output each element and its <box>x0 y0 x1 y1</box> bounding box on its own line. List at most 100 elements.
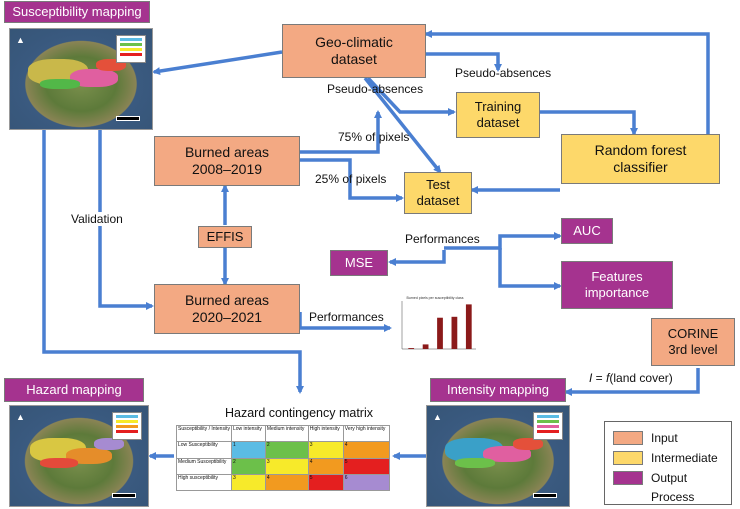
map-legend <box>533 412 563 440</box>
arrow-burned2020-to-chart <box>298 312 392 332</box>
susceptibility-mapping-title: Susceptibility mapping <box>4 1 150 23</box>
matrix-row: High susceptibility 3 4 5 6 <box>176 473 391 492</box>
legend-process: Process <box>651 489 694 505</box>
arrow-rf-to-geo <box>424 30 710 158</box>
map-legend <box>116 35 146 63</box>
arrow-burned-to-test <box>300 158 404 202</box>
hazard-mapping-title: Hazard mapping <box>4 378 144 402</box>
matrix-header-cell: Very high intensity <box>342 424 391 443</box>
intensity-land-cover: (land cover) <box>609 371 673 385</box>
hazard-map-image: ▲ <box>9 405 149 507</box>
matrix-header-cell: Susceptibility / Intensity <box>176 424 232 443</box>
north-arrow-icon: ▲ <box>433 412 442 422</box>
features-importance-output: Features importance <box>561 261 673 309</box>
label-performances-burned: Performances <box>309 310 384 324</box>
matrix-cell: 5 <box>307 473 344 492</box>
legend-label-process: Process <box>651 490 695 504</box>
intensity-map-image: ▲ <box>426 405 570 507</box>
intensity-f: f <box>606 371 610 385</box>
test-dataset: Test dataset <box>404 172 472 214</box>
legend-input: Input <box>613 430 678 446</box>
geo-climatic-dataset: Geo-climatic dataset <box>282 24 426 78</box>
arrow-geo-to-susmap <box>152 50 283 76</box>
arrow-geo-to-training-2 <box>366 76 456 116</box>
label-pseudo-absences-2: Pseudo-absences <box>327 82 424 96</box>
scale-bar <box>112 493 136 498</box>
arrow-test-to-features <box>498 248 562 290</box>
label-validation: Validation <box>70 212 124 226</box>
arrow-test-to-mse <box>388 250 446 266</box>
arrow-geo-to-training <box>426 52 502 72</box>
legend-swatch-input <box>613 431 643 445</box>
matrix-cell: 3 <box>264 457 309 475</box>
chart-bar <box>422 344 429 349</box>
label-25-percent: 25% of pixels <box>315 172 387 186</box>
legend-swatch-output <box>613 471 643 485</box>
arrow-geo-to-test <box>363 76 442 174</box>
legend-label-output: Output <box>651 471 688 485</box>
intensity-symbol: I <box>589 371 593 385</box>
scale-bar <box>116 116 140 121</box>
legend-label-intermediate: Intermediate <box>651 451 718 465</box>
matrix-header-cell: High intensity <box>307 424 344 443</box>
training-dataset: Training dataset <box>456 92 540 138</box>
random-forest-classifier: Random forest classifier <box>561 134 720 184</box>
effis-source: EFFIS <box>198 226 252 248</box>
matrix-cell: 4 <box>264 473 309 492</box>
arrow-test-to-auc <box>444 232 562 250</box>
intensity-mapping-title: Intensity mapping <box>430 378 566 402</box>
matrix-cell: 3 <box>231 473 266 492</box>
scale-bar <box>533 493 557 498</box>
label-performances-test: Performances <box>405 232 480 246</box>
arrow-validation <box>98 128 154 310</box>
chart-bar <box>437 317 443 349</box>
corine-3rd-level: CORINE 3rd level <box>651 318 735 366</box>
burned-areas-2008-2019: Burned areas 2008–2019 <box>154 136 300 186</box>
matrix-header-cell: Low intensity <box>231 424 266 443</box>
chart-bar <box>465 304 472 349</box>
matrix-cell: 2 <box>231 457 266 475</box>
arrow-training-to-rf <box>540 110 638 136</box>
matrix-cell: 5 <box>342 457 391 475</box>
label-pseudo-absences-1: Pseudo-absences <box>455 66 552 80</box>
matrix-cell: 4 <box>307 457 344 475</box>
matrix-header-cell: Medium intensity <box>264 424 309 443</box>
chart-bar <box>408 348 415 349</box>
matrix-cell: 1 <box>231 441 266 459</box>
arrow-burned-to-training <box>300 110 382 154</box>
arrow-corine-to-intensity <box>564 368 700 396</box>
north-arrow-icon: ▲ <box>16 412 25 422</box>
burned-areas-2020-2021: Burned areas 2020–2021 <box>154 284 300 334</box>
legend-output: Output <box>613 470 687 486</box>
chart-bars <box>408 304 472 349</box>
north-arrow-icon: ▲ <box>16 35 25 45</box>
matrix-cell: 6 <box>342 473 391 492</box>
legend-intermediate: Intermediate <box>613 450 718 466</box>
chart-title: Burned pixels per susceptibility class <box>407 296 464 300</box>
map-legend <box>112 412 142 440</box>
matrix-cell: 2 <box>264 441 309 459</box>
mse-output: MSE <box>330 250 388 276</box>
label-75-percent: 75% of pixels <box>338 130 410 144</box>
intensity-equals: = <box>592 371 607 385</box>
susceptibility-map-image: ▲ <box>9 28 153 130</box>
matrix-row: Medium Susceptibility 2 3 4 5 <box>176 457 391 475</box>
performance-bar-chart: Burned pixels per susceptibility class <box>401 296 476 350</box>
auc-output: AUC <box>561 218 613 244</box>
matrix-row-label: Medium Susceptibility <box>176 457 232 475</box>
matrix-row: Low Susceptibility 1 2 3 4 <box>176 441 391 459</box>
matrix-row-label: Low Susceptibility <box>176 441 232 459</box>
matrix-title: Hazard contingency matrix <box>225 406 373 420</box>
matrix-cell: 3 <box>307 441 344 459</box>
matrix-header-row: Susceptibility / Intensity Low intensity… <box>176 424 391 443</box>
legend-swatch-intermediate <box>613 451 643 465</box>
arrow-susmap-to-matrix <box>42 128 304 394</box>
chart-bar <box>451 316 458 349</box>
matrix-cell: 4 <box>342 441 391 459</box>
legend: Input Intermediate Output Process <box>604 421 732 505</box>
matrix-row-label: High susceptibility <box>176 473 232 492</box>
legend-label-input: Input <box>651 431 678 445</box>
label-intensity-function: I = f(land cover) <box>588 371 674 385</box>
